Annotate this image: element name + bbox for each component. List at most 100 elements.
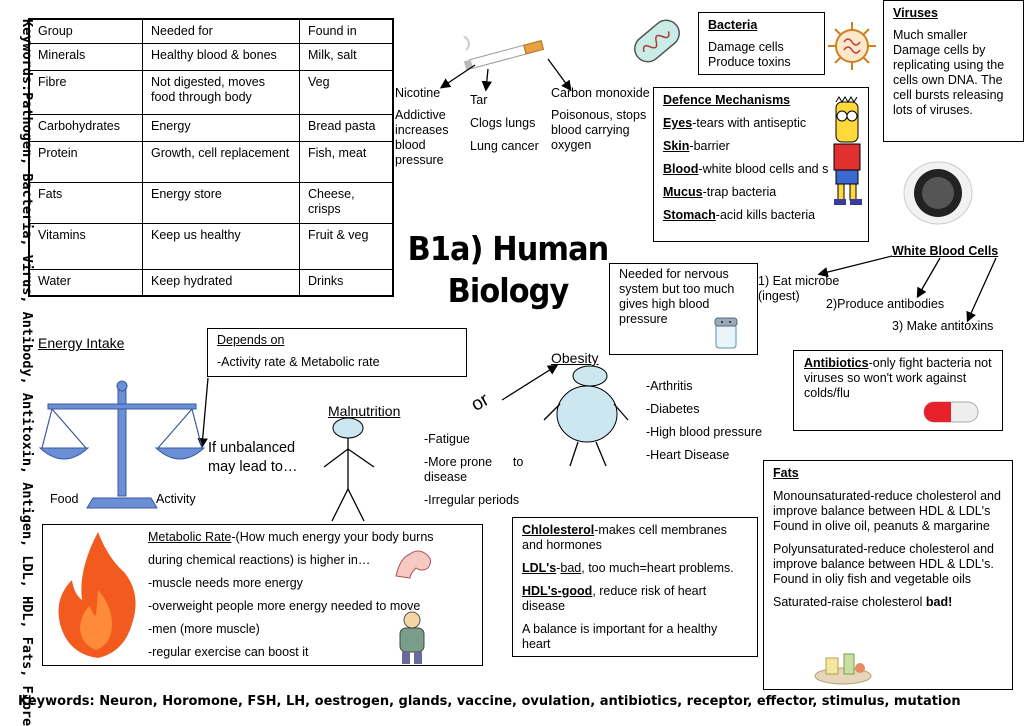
defence-title: Defence Mechanisms: [663, 93, 791, 107]
metabolic-line: -overweight people more energy needed to…: [148, 599, 421, 613]
table-header-cell: Needed for: [142, 18, 300, 44]
table-cell: Protein: [28, 141, 143, 183]
obesity-item: -Heart Disease: [646, 448, 730, 462]
cholesterol-box: Chlolesterol-makes cell membranes and ho…: [512, 517, 758, 657]
defence-item: Blood-white blood cells and s: [663, 162, 829, 176]
table-cell: Keep hydrated: [142, 269, 300, 296]
viruses-box: Viruses Much smaller Damage cells by rep…: [883, 0, 1024, 142]
hdl-line: HDL's-good, reduce risk of heart disease: [522, 584, 707, 613]
depends-title: Depends on: [217, 333, 285, 347]
depends-text: -Activity rate & Metabolic rate: [217, 355, 380, 369]
obesity-item: -High blood pressure: [646, 425, 763, 439]
white-blood-cell-icon: [903, 161, 973, 225]
table-cell: Growth, cell replacement: [142, 141, 300, 183]
wbc-title: White Blood Cells: [892, 244, 999, 258]
wbc-item: 1) Eat microbe (ingest): [758, 274, 840, 303]
wbc-item: 3) Make antitoxins: [892, 319, 994, 333]
table-cell: Carbohydrates: [28, 114, 143, 142]
wbc-item: 2)Produce antibodies: [826, 297, 945, 311]
obesity-title: Obesity: [551, 350, 599, 366]
fats-poly: Polyunsaturated-reduce cholesterol and i…: [773, 542, 994, 586]
table-cell: Fibre: [28, 70, 143, 115]
table-row: Water Keep hydrated Drinks: [28, 269, 394, 296]
metabolic-text: Metabolic Rate-(How much energy your bod…: [148, 530, 434, 660]
food-label: Food: [50, 492, 79, 506]
metabolic-line: -men (more muscle): [148, 622, 260, 636]
table-cell: Veg: [299, 70, 394, 115]
activity-label: Activity: [156, 492, 196, 506]
table-row: Protein Growth, cell replacement Fish, m…: [28, 141, 394, 183]
obesity-item: -Arthritis: [646, 379, 693, 393]
tar-block: Tar Clogs lungs Lung cancer: [470, 93, 539, 154]
table-cell: Cheese, crisps: [299, 182, 394, 224]
balance-line: A balance is important for a healthy hea…: [522, 622, 718, 651]
bacteria-line: Damage cells: [708, 40, 784, 54]
tar-title: Tar: [470, 93, 488, 107]
metabolic-line: -muscle needs more energy: [148, 576, 303, 590]
virus-icon: [828, 22, 876, 70]
cholesterol-title-line: Chlolesterol-makes cell membranes and ho…: [522, 523, 727, 552]
wbc-arrows: [817, 255, 997, 323]
fats-mono: Monounsaturated-reduce cholesterol and i…: [773, 489, 1001, 533]
malnutrition-effect: -Irregular periods: [424, 493, 520, 507]
table-cell: Energy: [142, 114, 300, 142]
defence-item: Skin-barrier: [663, 139, 730, 153]
table-cell: Vitamins: [28, 223, 143, 270]
metabolic-line: during chemical reactions) is higher in…: [148, 553, 371, 567]
unbalanced-text: If unbalanced may lead to…: [208, 440, 298, 475]
defence-item: Eyes-tears with antiseptic: [663, 116, 807, 130]
table-cell: Water: [28, 269, 143, 296]
table-cell: Milk, salt: [299, 43, 394, 71]
nicotine-title: Nicotine: [395, 86, 441, 100]
balance-scales-icon: [38, 380, 206, 509]
fatty-foods-icon: [814, 653, 872, 685]
capsule-icon: [923, 401, 979, 423]
nicotine-block: Nicotine Addictive increases blood press…: [395, 86, 457, 168]
tar-line: Clogs lungs: [470, 116, 536, 130]
smoking-arrows: [439, 58, 572, 92]
viruses-title: Viruses: [893, 6, 938, 20]
table-cell: Energy store: [142, 182, 300, 224]
carbon-monoxide-block: Carbon monoxide Poisonous, stops blood c…: [551, 86, 651, 153]
metabolic-line: -regular exercise can boost it: [148, 645, 309, 659]
energy-title: Energy Intake: [38, 335, 125, 351]
ldl-line: LDL's-bad, too much=heart problems.: [522, 561, 734, 575]
cigarette-icon: [463, 36, 545, 71]
salt-text: Needed for nervous system but too much g…: [619, 267, 735, 326]
co-text: Poisonous, stops blood carrying oxygen: [551, 108, 647, 152]
table-row: Carbohydrates Energy Bread pasta: [28, 114, 394, 142]
table-row: Fibre Not digested, moves food through b…: [28, 70, 394, 115]
cartoon-figure-icon: [833, 96, 862, 205]
obesity-list: -Arthritis -Diabetes -High blood pressur…: [646, 379, 762, 463]
depends-arrow: [197, 377, 209, 449]
man-icon: [399, 611, 425, 664]
obesity-arrow: [501, 364, 559, 401]
salt-shaker-icon: [714, 317, 738, 349]
defence-item: Mucus-trap bacteria: [663, 185, 777, 199]
bacteria-box: Bacteria Damage cells Produce toxins: [698, 12, 825, 75]
malnutrition-effect: -Fatigue: [424, 432, 470, 446]
metabolic-line: Metabolic Rate-(How much energy your bod…: [148, 530, 434, 544]
table-row: Minerals Healthy blood & bones Milk, sal…: [28, 43, 394, 71]
table-cell: Fruit & veg: [299, 223, 394, 270]
bacteria-title: Bacteria: [708, 18, 758, 32]
fats-box: Fats Monounsaturated-reduce cholesterol …: [763, 460, 1013, 690]
table-cell: Drinks: [299, 269, 394, 296]
table-cell: Healthy blood & bones: [142, 43, 300, 71]
fats-sat: Saturated-raise cholesterol bad!: [773, 595, 953, 609]
table-cell: Minerals: [28, 43, 143, 71]
food-groups-table: Group Needed for Found in Minerals Healt…: [28, 18, 394, 297]
bottom-keywords: Keywords: Neuron, Horomone, FSH, LH, oes…: [18, 694, 961, 709]
viruses-text: Much smaller Damage cells by replicating…: [893, 28, 1005, 117]
co-title: Carbon monoxide: [551, 86, 650, 100]
defence-item: Stomach-acid kills bacteria: [663, 208, 816, 222]
table-cell: Fish, meat: [299, 141, 394, 183]
bacteria-icon: [634, 19, 680, 63]
malnutrition-effect: -More prone to disease: [424, 455, 527, 484]
table-cell: Not digested, moves food through body: [142, 70, 300, 115]
obese-person-icon: [543, 365, 629, 467]
flame-icon: [58, 532, 136, 658]
table-header-cell: Found in: [299, 18, 394, 44]
page-title: B1a) Human Biology: [407, 229, 610, 310]
table-cell: Keep us healthy: [142, 223, 300, 270]
